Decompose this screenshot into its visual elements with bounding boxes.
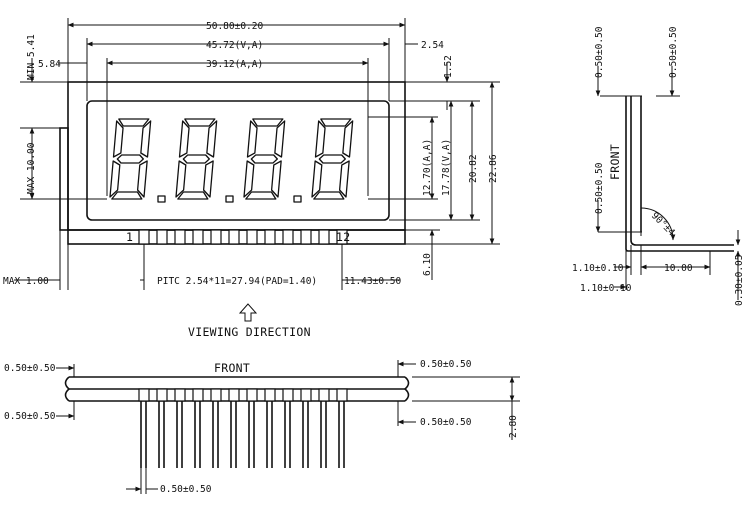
- dim-visible-width: 45.72(V,A): [206, 40, 263, 51]
- seven-segment-digits: [109, 118, 354, 203]
- digit-2: [175, 118, 218, 200]
- pin-pads: [138, 229, 348, 245]
- dim-active-height: 12.70(A,A): [422, 139, 433, 196]
- pin-label-last: 12: [336, 230, 350, 244]
- side-dim-thickness: 0.30±0.05: [734, 255, 744, 306]
- side-dim-top-right: 0.50±0.50: [668, 26, 679, 78]
- side-dim-mid: 0.50±0.50: [594, 162, 605, 214]
- dim-left-offset: 5.84: [38, 59, 61, 70]
- bottom-dim-left-top: 0.50±0.50: [4, 363, 56, 374]
- dim-top-min: MIN 5.41: [26, 34, 37, 80]
- dim-visible-height: 17.78(V,A): [441, 139, 452, 196]
- extension-lines: [20, 18, 500, 290]
- digit-3: [243, 118, 286, 200]
- decimal-point-1: [157, 195, 166, 203]
- up-arrow-icon: [238, 303, 258, 322]
- dim-active-width: 39.12(A,A): [206, 59, 263, 70]
- bottom-dim-left-bottom: 0.50±0.50: [4, 411, 56, 422]
- dimension-lines: [14, 22, 495, 281]
- dim-overall-height: 22.86: [488, 154, 499, 183]
- pin-label-first: 1: [126, 230, 133, 244]
- side-dim-left-b: 1.10±0.10: [580, 283, 632, 294]
- dim-pitch: PITC 2.54*11=27.94(PAD=1.40): [157, 276, 317, 287]
- pin-row: [138, 388, 348, 468]
- decimal-point-3: [293, 195, 302, 203]
- viewing-area: [86, 100, 390, 221]
- bottom-view: FRONT 0.50±0.50 0.50±0.50 0.50±0.50 0.50…: [4, 359, 520, 495]
- side-dim-top-left: 0.50±0.50: [594, 26, 605, 78]
- dim-right-offset: 2.54: [421, 40, 444, 51]
- dim-char-height: MAX 10.00: [26, 142, 37, 194]
- side-dim-left-a: 1.10±0.10: [572, 263, 624, 274]
- side-dim-angle: 90°±4: [649, 210, 677, 238]
- digit-4: [311, 118, 354, 200]
- dim-last-pin-offset: 11.43±0.50: [344, 276, 401, 287]
- side-view: 90°±4 0.50±0.50 0.50±0.50 FRONT 0.50±0.5…: [572, 26, 744, 306]
- dim-pin-drop: 6.10: [422, 253, 433, 276]
- bottom-dim-height: 2.80: [508, 415, 519, 438]
- dim-top-gap: 1.52: [443, 55, 454, 78]
- left-end-bar: [59, 127, 69, 231]
- bottom-dim-pin-width: 0.50±0.50: [160, 484, 212, 495]
- bottom-dim-right-bottom: 0.50±0.50: [420, 417, 472, 428]
- digit-1: [109, 118, 152, 200]
- dim-glass-height: 20.82: [468, 154, 479, 183]
- decimal-point-2: [225, 195, 234, 203]
- bottom-front-label: FRONT: [214, 361, 250, 375]
- viewing-direction-label: VIEWING DIRECTION: [188, 325, 311, 339]
- front-view: 1 12: [3, 18, 500, 290]
- dim-left-max: MAX 1.00: [3, 276, 49, 287]
- bottom-dim-right-top: 0.50±0.50: [420, 359, 472, 370]
- lcd-outline: [67, 81, 406, 231]
- dim-overall-width: 50.80±0.20: [206, 21, 263, 32]
- side-dim-length: 10.00: [664, 263, 693, 274]
- side-front-label: FRONT: [608, 144, 622, 180]
- viewing-direction: VIEWING DIRECTION: [188, 303, 311, 339]
